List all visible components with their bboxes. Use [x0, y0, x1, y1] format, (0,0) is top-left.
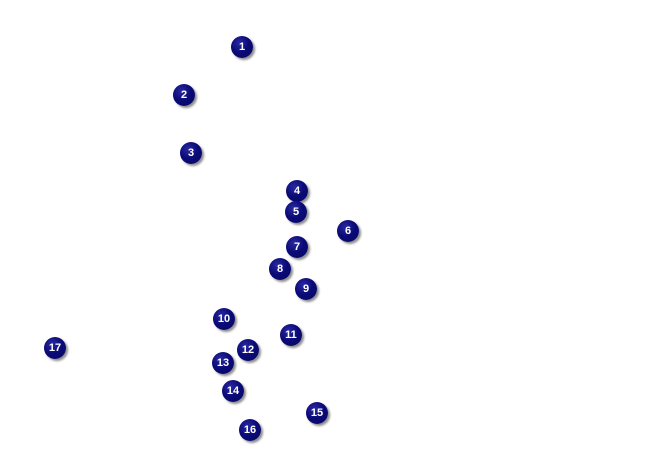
map-marker-7[interactable]: 7 — [286, 236, 308, 258]
map-marker-3[interactable]: 3 — [180, 142, 202, 164]
map-marker-8[interactable]: 8 — [269, 258, 291, 280]
map-marker-17[interactable]: 17 — [44, 337, 66, 359]
map-marker-16[interactable]: 16 — [239, 419, 261, 441]
map-marker-14[interactable]: 14 — [222, 380, 244, 402]
map-marker-6[interactable]: 6 — [337, 220, 359, 242]
map-marker-11[interactable]: 11 — [280, 324, 302, 346]
map-marker-12[interactable]: 12 — [237, 339, 259, 361]
map-marker-10[interactable]: 10 — [213, 308, 235, 330]
map-marker-13[interactable]: 13 — [212, 352, 234, 374]
map-marker-15[interactable]: 15 — [306, 402, 328, 424]
map-marker-1[interactable]: 1 — [231, 36, 253, 58]
map-marker-9[interactable]: 9 — [295, 278, 317, 300]
map-marker-2[interactable]: 2 — [173, 84, 195, 106]
map-marker-5[interactable]: 5 — [285, 201, 307, 223]
map-marker-4[interactable]: 4 — [286, 180, 308, 202]
